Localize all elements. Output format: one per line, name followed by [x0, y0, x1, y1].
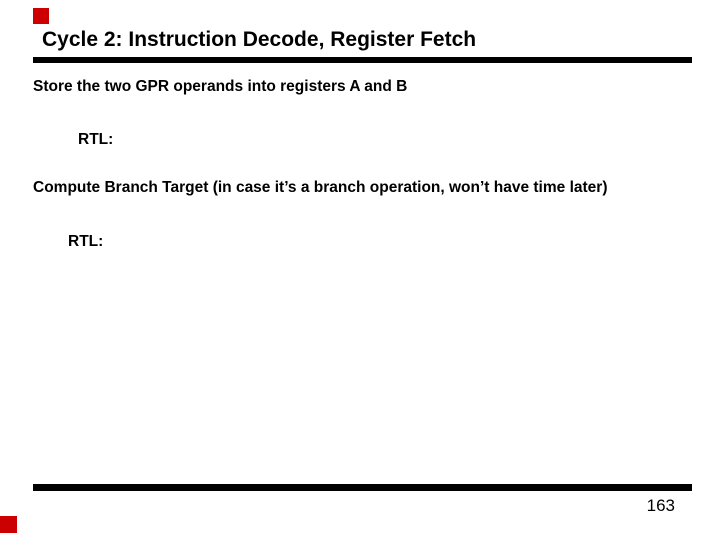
body-line-store-operands: Store the two GPR operands into register…: [33, 78, 408, 95]
rtl-label-1: RTL:: [78, 131, 114, 148]
bottom-rule: [33, 484, 692, 491]
accent-square-bottom-left: [0, 516, 17, 533]
page-number: 163: [646, 496, 675, 515]
accent-square-top-left: [33, 8, 49, 24]
rtl-label-2: RTL:: [68, 233, 104, 250]
title-rule: [33, 57, 692, 63]
body-line-compute-branch: Compute Branch Target (in case it’s a br…: [33, 179, 608, 196]
slide-title: Cycle 2: Instruction Decode, Register Fe…: [42, 28, 477, 51]
